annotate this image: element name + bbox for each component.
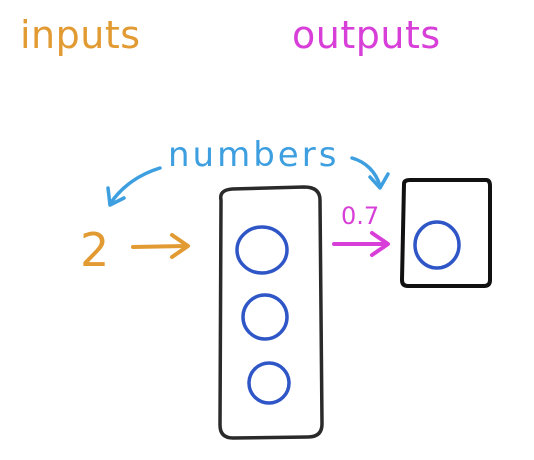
outputs-heading: outputs [292,13,441,57]
hidden-neuron [235,225,289,275]
hidden-neuron [247,361,291,405]
hidden-neuron [241,293,289,341]
output-value: 0.7 [341,202,379,230]
input-value: 2 [80,223,109,277]
output-layer-box [400,178,492,288]
numbers-label: numbers [168,135,339,175]
numbers-to-output-arrow [350,156,390,190]
hidden-layer-box [218,185,324,440]
output-neuron [413,220,461,270]
output-arrow [332,231,390,257]
input-arrow [131,233,190,259]
numbers-to-input-arrow [106,166,162,207]
inputs-heading: inputs [20,13,141,57]
